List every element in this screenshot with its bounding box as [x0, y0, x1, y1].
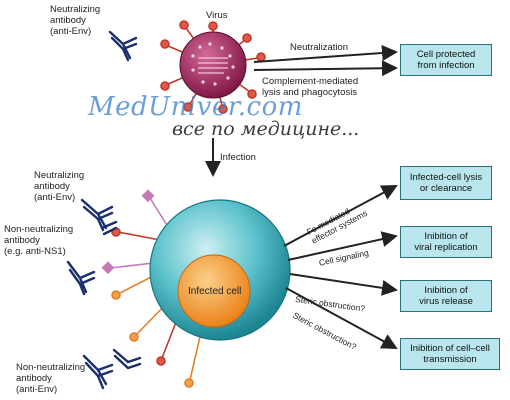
top-arrows [205, 45, 398, 177]
label-infected-cell: Infected cell [188, 286, 242, 297]
label-infection: Infection [220, 152, 256, 163]
watermark-slogan: все по медицине... [172, 118, 360, 140]
cell-nucleus [177, 254, 251, 328]
box-inhibition-release: Inibition of virus release [400, 280, 492, 312]
box-infected-cell-lysis: Infected-cell lysis or clearance [400, 166, 492, 200]
label-neutralizing-top: Neutralizing antibody (anti-Env) [50, 4, 101, 37]
antibodies-left [66, 198, 142, 390]
label-non-neutralizing-ns1: Non-neutralizing antibody (e.g. anti-NS1… [4, 224, 74, 257]
label-virus: Virus [206, 10, 228, 21]
right-arrows [283, 185, 398, 349]
label-neutralizing-left: Neutralizing antibody (anti-Env) [34, 170, 85, 203]
box-inhibition-replication: Inibition of viral replication [400, 226, 492, 258]
label-neutralization: Neutralization [290, 42, 349, 53]
label-complement: Complement-mediated lysis and phagocytos… [262, 76, 359, 98]
virus-genome [198, 57, 228, 74]
virus-particle [179, 31, 247, 99]
box-cell-protected: Cell protected from infection [400, 44, 492, 76]
label-non-neutralizing-env: Non-neutralizing antibody (anti-Env) [16, 362, 86, 395]
antibody-top [108, 30, 138, 62]
virus-dots [191, 42, 235, 86]
watermark-site: MedUniver.com [88, 92, 303, 122]
box-inhibition-transmission: Inibition of cell–cell transmission [400, 338, 500, 370]
